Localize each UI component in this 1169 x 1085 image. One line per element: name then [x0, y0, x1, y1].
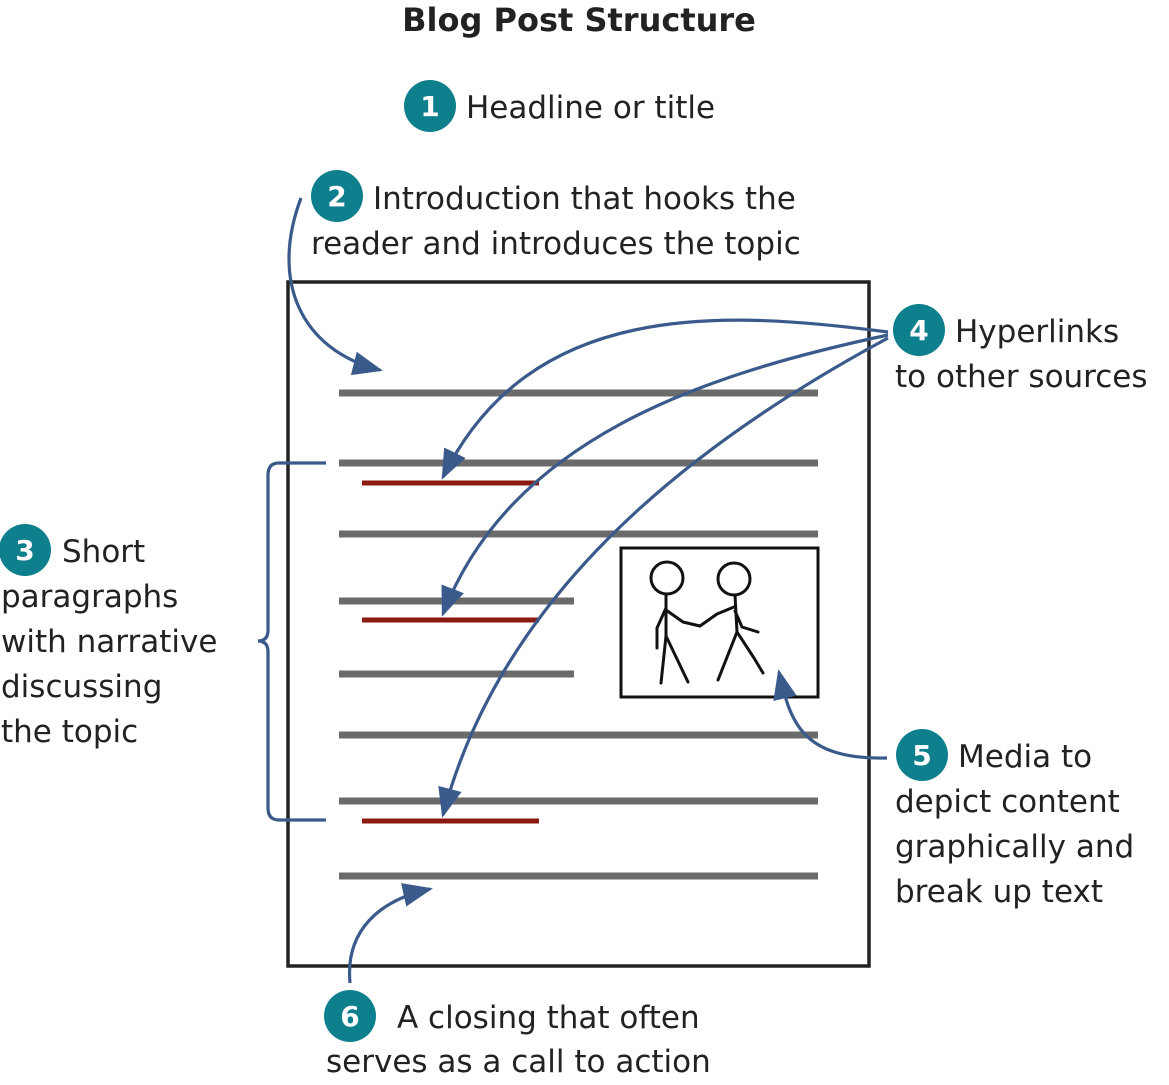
- number-badge: [893, 304, 945, 356]
- callout-closing: 6 A closing that often serves as a call …: [324, 990, 711, 1080]
- hyperlink-arrow-3: [438, 336, 889, 818]
- callout-label: break up text: [895, 874, 1103, 910]
- callout-label: serves as a call to action: [326, 1044, 711, 1080]
- callout-label: Introduction that hooks the: [373, 181, 796, 217]
- number-badge: [896, 729, 948, 781]
- callout-label: Media to: [958, 739, 1092, 775]
- diagram-title: Blog Post Structure: [402, 1, 756, 39]
- media-frame: [619, 546, 820, 699]
- media-image: [619, 546, 820, 699]
- arrows: [287, 197, 889, 984]
- badge-number: 2: [327, 180, 346, 213]
- callout-media: 5 Media to depict content graphically an…: [895, 729, 1134, 910]
- media-arrow: [773, 669, 888, 760]
- intro-arrow: [287, 197, 383, 376]
- badge-number: 5: [912, 739, 931, 772]
- callout-label: discussing: [1, 669, 162, 705]
- callout-label: Hyperlinks: [955, 314, 1119, 350]
- number-badge: [311, 170, 363, 222]
- number-badge: [324, 990, 376, 1042]
- callout-headline: 1 Headline or title: [404, 80, 715, 132]
- callout-label: graphically and: [895, 829, 1134, 865]
- paragraphs-bracket: [257, 461, 326, 822]
- badge-number: 1: [420, 90, 439, 123]
- callout-label: paragraphs: [1, 579, 178, 615]
- hyperlink-arrow-2: [441, 333, 889, 617]
- text-lines: [339, 389, 818, 880]
- callout-label: reader and introduces the topic: [311, 226, 801, 262]
- callout-label: Headline or title: [466, 90, 715, 126]
- hyperlink-lines: [362, 480, 539, 824]
- callout-label: depict content: [895, 784, 1120, 820]
- number-badge: [0, 524, 51, 576]
- blog-page-frame: [286, 280, 871, 968]
- callout-hyperlinks: 4 Hyperlinks to other sources: [893, 304, 1148, 395]
- callout-label: to other sources: [895, 359, 1148, 395]
- badge-number: 4: [909, 314, 928, 347]
- callout-short-paragraphs: 3 Short paragraphs with narrative discus…: [0, 524, 217, 750]
- callout-label: A closing that often: [397, 1000, 700, 1036]
- closing-arrow: [347, 883, 433, 984]
- callout-label: the topic: [1, 714, 138, 750]
- two-people-holding-hands-icon: [649, 560, 765, 685]
- callout-label: Short: [62, 534, 145, 570]
- callout-label: with narrative: [1, 624, 217, 660]
- callout-introduction: 2 Introduction that hooks the reader and…: [311, 170, 801, 262]
- hyperlink-arrow-1: [441, 318, 889, 480]
- badge-number: 6: [340, 1000, 359, 1033]
- badge-number: 3: [15, 534, 34, 567]
- number-badge: [404, 80, 456, 132]
